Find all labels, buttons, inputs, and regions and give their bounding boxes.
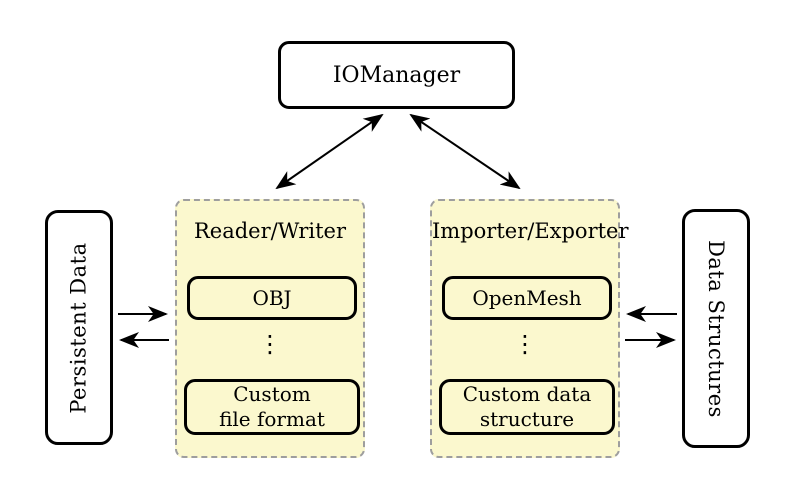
openmesh-node: OpenMesh — [442, 276, 612, 320]
custom-data-structure-line1: Custom data — [462, 382, 592, 406]
openmesh-label: OpenMesh — [472, 285, 582, 310]
obj-node: OBJ — [187, 276, 357, 320]
iomanager-node: IOManager — [278, 41, 515, 109]
iomanager-label: IOManager — [332, 62, 461, 88]
persistent-data-node: Persistent Data — [45, 210, 113, 445]
importer-exporter-title: Importer/Exporter — [432, 219, 629, 243]
custom-data-structure-line2: structure — [479, 407, 575, 431]
reader-writer-title: Reader/Writer — [193, 219, 347, 243]
data-structures-label: Data Structures — [704, 239, 729, 418]
custom-file-format-line2: file format — [219, 407, 325, 431]
arrow-iomanager-readerwriter — [275, 113, 384, 190]
importer-exporter-panel: Importer/Exporter OpenMesh ⋮ Custom data… — [430, 199, 629, 458]
arrow-iomanager-importerexporter — [409, 113, 521, 190]
custom-data-structure-node: Custom data structure — [439, 379, 615, 435]
persistent-data-label: Persistent Data — [67, 241, 91, 414]
importer-exporter-ellipsis: ⋮ — [513, 330, 537, 358]
data-structures-node: Data Structures — [682, 209, 750, 448]
obj-label: OBJ — [252, 285, 292, 310]
custom-file-format-line1: Custom — [233, 382, 311, 406]
reader-writer-ellipsis: ⋮ — [258, 330, 282, 358]
reader-writer-panel: Reader/Writer OBJ ⋮ Custom file format — [175, 199, 365, 458]
custom-file-format-node: Custom file format — [184, 379, 360, 435]
